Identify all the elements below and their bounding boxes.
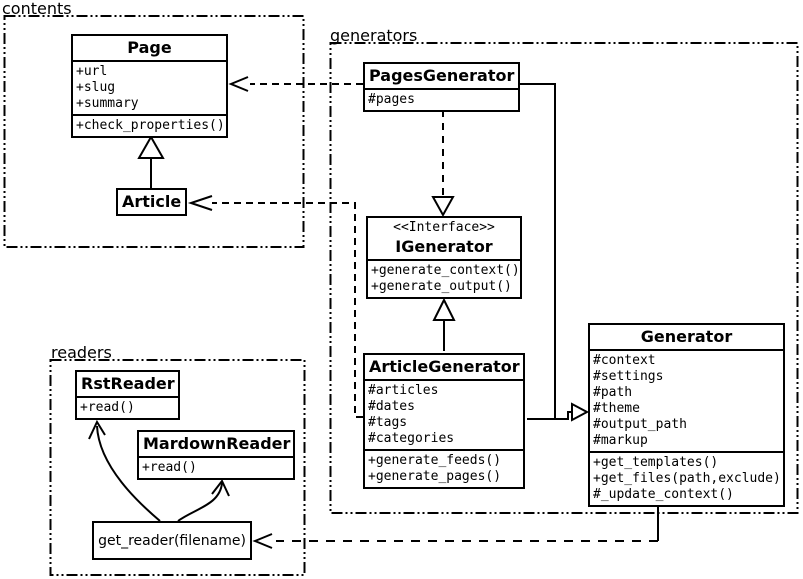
inheritance-arrow-articlegenerator-to-igenerator	[432, 297, 456, 351]
attribute: #markup	[593, 433, 648, 448]
class-igenerator: <<Interface>> IGenerator +generate_conte…	[366, 216, 522, 299]
class-article-name: Article	[122, 192, 182, 211]
open-arrowhead-icon	[88, 419, 106, 440]
method: +check_properties()	[76, 118, 225, 133]
attribute: +summary	[76, 96, 139, 111]
class-igenerator-name: IGenerator	[395, 237, 493, 256]
attribute: #context	[593, 353, 656, 368]
attribute: #tags	[368, 415, 408, 430]
attribute: +slug	[76, 80, 116, 95]
inheritance-arrow-article-to-page	[137, 134, 165, 188]
open-arrowhead-icon	[228, 76, 249, 92]
class-page-attributes: +url +slug +summary	[73, 60, 226, 114]
hollow-triangle-icon	[137, 134, 165, 159]
method: +get_files(path,exclude)	[593, 471, 781, 486]
attribute: #dates	[368, 399, 415, 414]
method: +generate_feeds()	[368, 453, 502, 468]
package-contents-border	[3, 15, 305, 248]
class-generator-name: Generator	[640, 327, 733, 346]
package-label-readers: readers	[51, 343, 112, 362]
class-page-methods: +check_properties()	[73, 114, 226, 136]
package-generators-border	[329, 42, 799, 514]
function-get-reader-label: get_reader(filename)	[98, 532, 246, 549]
attribute: #articles	[368, 383, 439, 398]
package-readers-border	[49, 359, 306, 576]
hollow-triangle-icon	[431, 196, 455, 218]
class-rstreader: RstReader +read()	[75, 370, 180, 420]
class-igenerator-methods: +generate_context() +generate_output()	[368, 259, 520, 297]
attribute: #path	[593, 385, 633, 400]
class-pagesgenerator-attributes: #pages	[365, 88, 518, 110]
open-arrowhead-icon	[252, 533, 273, 549]
call-arrow-getreader-to-mardownreader	[177, 479, 230, 522]
open-arrowhead-icon	[211, 479, 230, 497]
attribute: #output_path	[593, 417, 687, 432]
class-articlegenerator-methods: +generate_feeds() +generate_pages()	[365, 449, 523, 487]
edge-line	[527, 411, 572, 420]
function-get-reader: get_reader(filename)	[92, 521, 252, 560]
method: +generate_pages()	[368, 469, 502, 484]
class-igenerator-stereotype: <<Interface>>	[393, 220, 495, 235]
method: +get_templates()	[593, 455, 719, 470]
class-generator: Generator #context #settings #path #them…	[588, 323, 785, 507]
package-label-generators: generators	[330, 26, 418, 45]
attribute: #categories	[368, 431, 455, 446]
call-arrow-getreader-to-rstreader	[88, 419, 161, 522]
class-mardownreader-methods: +read()	[139, 456, 293, 478]
hollow-triangle-icon	[432, 297, 456, 321]
class-rstreader-name: RstReader	[81, 374, 175, 393]
class-generator-methods: +get_templates() +get_files(path,exclude…	[590, 451, 783, 505]
class-article: Article	[116, 188, 187, 216]
class-pagesgenerator: PagesGenerator #pages	[363, 62, 520, 112]
attribute: #settings	[593, 369, 664, 384]
package-label-contents: contents	[2, 0, 72, 18]
class-generator-attributes: #context #settings #path #theme #output_…	[590, 349, 783, 451]
edge-line	[212, 202, 363, 418]
method: +generate_context()	[371, 263, 520, 278]
dependency-arrow-pagesgenerator-to-page	[228, 76, 363, 92]
class-page: Page +url +slug +summary +check_properti…	[71, 34, 228, 138]
dependency-arrow-articlegenerator-to-article	[187, 195, 363, 418]
class-articlegenerator: ArticleGenerator #articles #dates #tags …	[363, 353, 525, 489]
attribute: #pages	[368, 92, 415, 107]
method: #_update_context()	[593, 487, 734, 502]
method: +read()	[80, 400, 135, 415]
dependency-arrow-generator-to-getreader	[252, 500, 659, 549]
attribute: #theme	[593, 401, 640, 416]
class-page-name: Page	[127, 38, 172, 57]
edge-line	[96, 425, 161, 522]
edge-line	[177, 482, 223, 522]
method: +read()	[142, 460, 197, 475]
inheritance-arrows-to-generator	[520, 83, 590, 422]
class-mardownreader-name: MardownReader	[143, 434, 291, 453]
hollow-triangle-icon	[571, 402, 590, 422]
realization-arrow-pagesgenerator-to-igenerator	[431, 110, 455, 218]
class-mardownreader: MardownReader +read()	[137, 430, 295, 480]
open-arrowhead-icon	[187, 195, 213, 211]
method: +generate_output()	[371, 279, 512, 294]
edge-line	[520, 83, 556, 419]
class-articlegenerator-attributes: #articles #dates #tags #categories	[365, 379, 523, 449]
attribute: +url	[76, 64, 108, 79]
class-rstreader-methods: +read()	[77, 396, 178, 418]
class-pagesgenerator-name: PagesGenerator	[369, 66, 515, 85]
class-articlegenerator-name: ArticleGenerator	[369, 357, 520, 376]
